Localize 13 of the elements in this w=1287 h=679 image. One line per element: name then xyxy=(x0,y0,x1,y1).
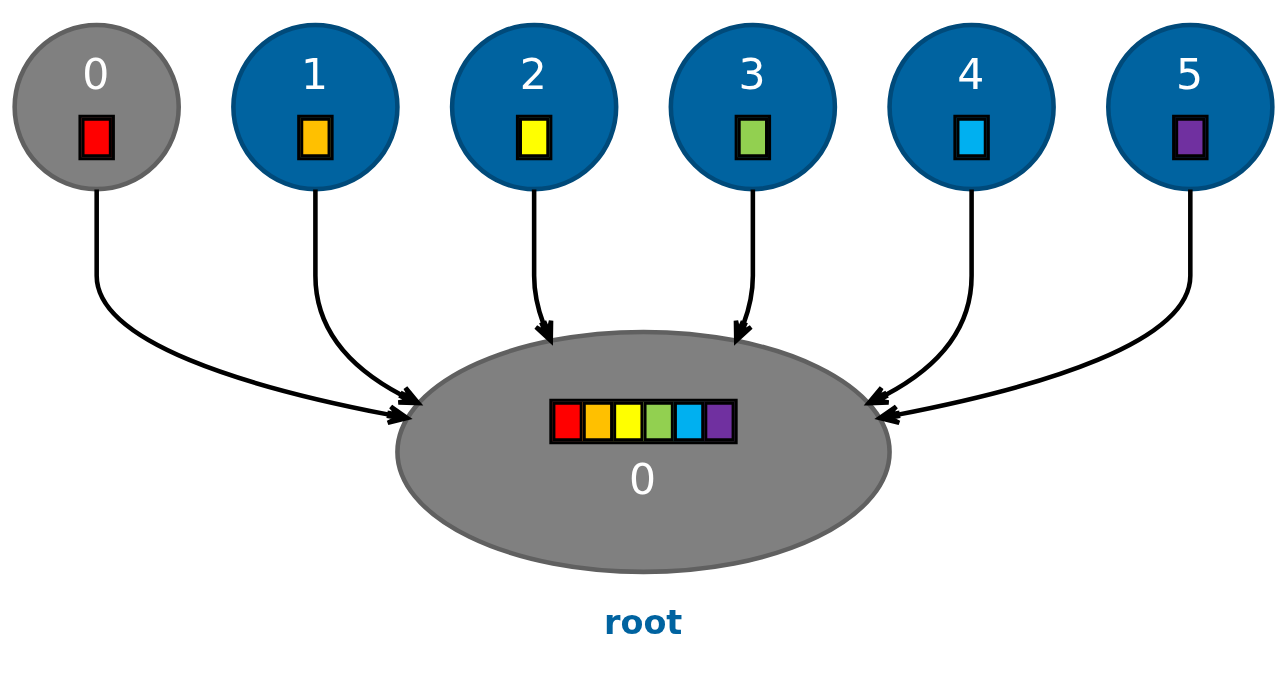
node-circle: 2 xyxy=(449,22,619,192)
node-label: root xyxy=(604,602,683,642)
node-circle: 1 xyxy=(231,22,400,192)
arrow xyxy=(531,189,554,343)
node-circle: 0 xyxy=(12,22,181,192)
arrow xyxy=(313,189,421,406)
node-circle: 5 xyxy=(1106,22,1275,192)
arrow xyxy=(733,189,756,343)
arrow xyxy=(94,189,410,425)
node-circle: 4 xyxy=(887,22,1056,192)
arrow xyxy=(866,189,974,406)
node-circle: 3 xyxy=(668,22,838,192)
arrow xyxy=(877,189,1193,425)
